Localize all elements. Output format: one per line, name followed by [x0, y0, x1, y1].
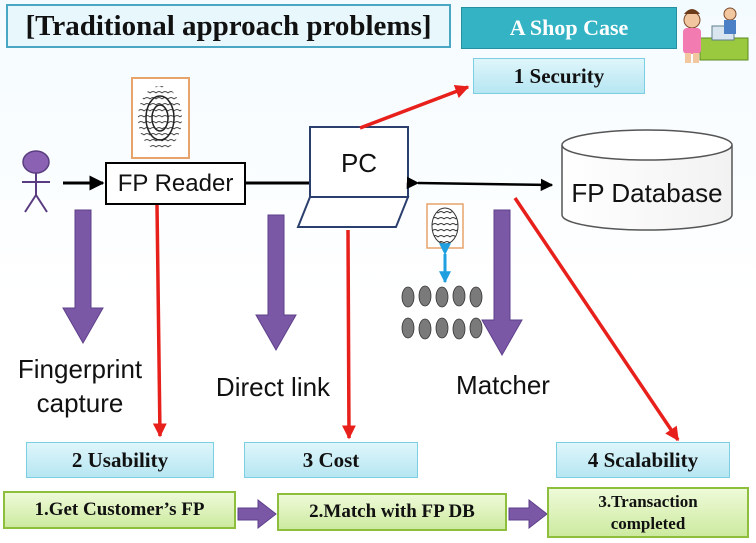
step3-line2: completed — [610, 513, 686, 533]
customer-icon — [22, 150, 50, 213]
fp-database-label: FP Database — [571, 178, 723, 208]
step3-line1: 3.Transaction — [598, 491, 698, 511]
cost-arrow — [341, 229, 356, 440]
purple-arrows — [62, 209, 523, 357]
step-transaction-completed: 3.Transaction completed — [547, 487, 749, 538]
scalability-arrow — [513, 197, 680, 442]
capture-arrow — [62, 209, 104, 345]
problem-arrows — [152, 84, 680, 442]
page-title: [Traditional approach problems] — [6, 4, 451, 48]
security-arrow — [359, 84, 470, 130]
flow-arrow-1 — [237, 498, 277, 530]
usability-arrow — [152, 204, 167, 438]
shop-case-label: A Shop Case — [461, 7, 677, 49]
problem-cost: 3 Cost — [244, 442, 418, 478]
fp-reader-box: FP Reader — [105, 162, 246, 205]
database-icon — [561, 129, 733, 231]
problem-security: 1 Security — [473, 58, 645, 94]
problem-usability: 2 Usability — [26, 442, 214, 478]
problem-scalability: 4 Scalability — [556, 442, 730, 478]
direct-link-arrow — [255, 214, 297, 352]
direct-link-label: Direct link — [215, 372, 331, 402]
fingerprint-set-icon — [401, 285, 483, 340]
laptop-icon — [296, 126, 410, 228]
pc-label: PC — [340, 148, 378, 178]
flow-arrow-2 — [508, 498, 548, 530]
flow-arrows — [237, 498, 548, 530]
shop-clerk-icon — [683, 7, 749, 63]
arrow-pc-db — [406, 176, 554, 192]
probe-fingerprint-icon — [426, 203, 464, 249]
step-match-with-fp-db: 2.Match with FP DB — [277, 493, 507, 531]
fingerprint-image-icon — [131, 77, 190, 159]
fingerprint-capture-line1: Fingerprint — [17, 354, 143, 384]
fingerprint-capture-line2: capture — [36, 388, 124, 418]
fingerprint-capture-label: Fingerprint capture — [5, 352, 155, 420]
matcher-label: Matcher — [456, 370, 550, 400]
matcher-arrow — [481, 209, 523, 357]
step-get-customer-fp: 1.Get Customer’s FP — [3, 491, 236, 529]
